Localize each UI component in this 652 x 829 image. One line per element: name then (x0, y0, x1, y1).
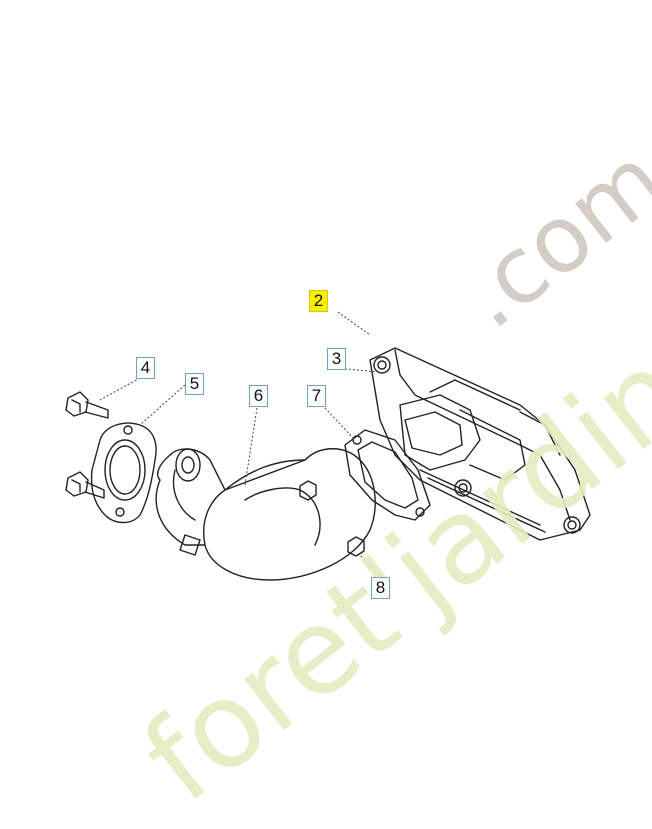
leader-6 (244, 407, 258, 486)
bolts-drawing (65, 391, 109, 499)
exploded-parts-diagram (65, 311, 591, 581)
manifold-drawing (369, 347, 591, 541)
leader-7 (324, 407, 356, 441)
callout-part-2[interactable]: 2 (309, 290, 328, 312)
leader-8 (359, 554, 383, 578)
manifold-gasket-drawing (344, 429, 431, 521)
leader-2 (337, 311, 371, 336)
flange-gasket-drawing (90, 422, 157, 524)
callout-part-6[interactable]: 6 (249, 385, 268, 407)
callout-part-5[interactable]: 5 (185, 373, 204, 395)
callout-part-3[interactable]: 3 (327, 348, 346, 370)
leader-4 (99, 377, 141, 401)
leader-3 (336, 367, 379, 373)
callout-part-4[interactable]: 4 (136, 357, 155, 379)
callout-part-7[interactable]: 7 (307, 385, 326, 407)
callout-part-8[interactable]: 8 (371, 577, 390, 599)
leader-5 (139, 384, 186, 426)
nuts-drawing (299, 480, 365, 557)
